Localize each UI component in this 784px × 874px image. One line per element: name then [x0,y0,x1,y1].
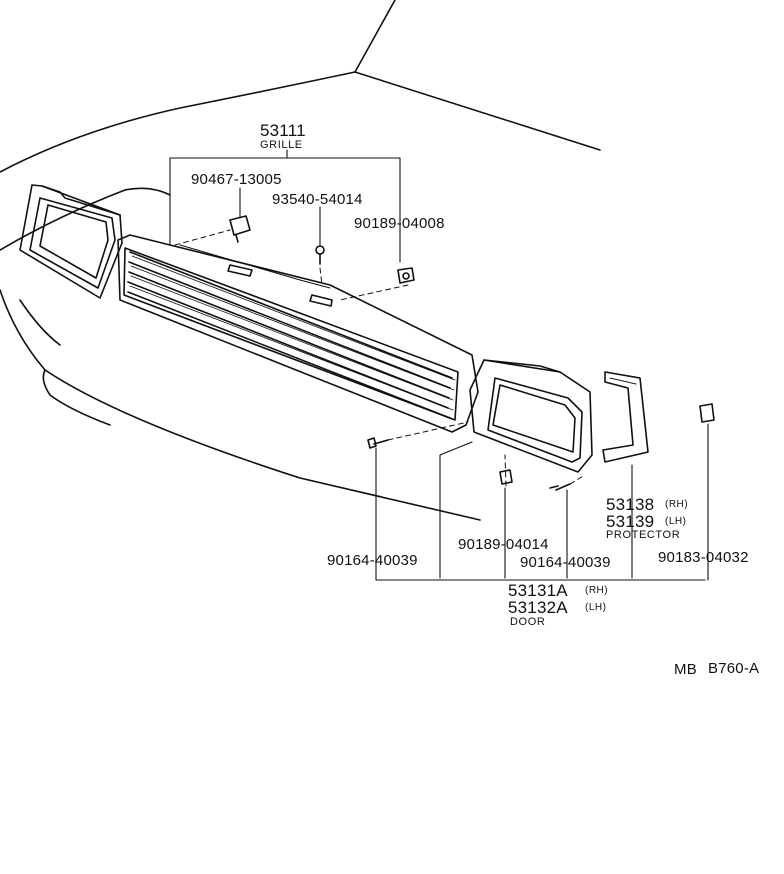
car-body-outline [0,0,601,521]
fastener-screw-left [367,437,389,449]
nut-90189-04008-part-number: 90189-04008 [354,215,445,232]
fastener-screw-right [549,483,571,491]
door-rh-tag: (RH) [585,585,609,596]
grille-part-name: GRILLE [260,139,303,151]
assembly-lines [174,229,586,487]
screw-93540-part-number: 93540-54014 [272,191,363,208]
diagram-code-prefix: MB [674,661,697,678]
protector-part-name: PROTECTOR [606,529,681,541]
clip-part-number: 90467-13005 [191,171,282,188]
protector-lh-tag: (LH) [665,516,687,527]
door-rh-number: 53131A [508,581,568,600]
fastener-nut-mid [499,469,513,485]
diagram-code-id: B760-A [708,660,760,677]
fastener-nut-top [397,267,415,284]
door-lh-number: 53132A [508,598,568,617]
screw-90164-right-part-number: 90164-40039 [520,554,611,571]
nut-90183-part-number: 90183-04032 [658,549,749,566]
protector-rh-tag: (RH) [665,499,689,510]
fastener-screw-top [315,245,325,265]
leader-lines [169,149,709,581]
grille-body [117,234,479,433]
door-part-name: DOOR [510,616,546,628]
headlamp-door-left [19,184,123,299]
fastener-nut-right [699,403,715,423]
door-lh-tag: (LH) [585,602,607,613]
fastener-clip [229,215,251,243]
protector [602,371,649,463]
headlamp-door-right [469,359,593,473]
protector-rh-number: 53138 [606,495,655,514]
screw-90164-left-part-number: 90164-40039 [327,552,418,569]
protector-lh-number: 53139 [606,512,655,531]
nut-90189-04014-part-number: 90189-04014 [458,536,549,553]
grille-part-number: 53111 [260,121,306,140]
